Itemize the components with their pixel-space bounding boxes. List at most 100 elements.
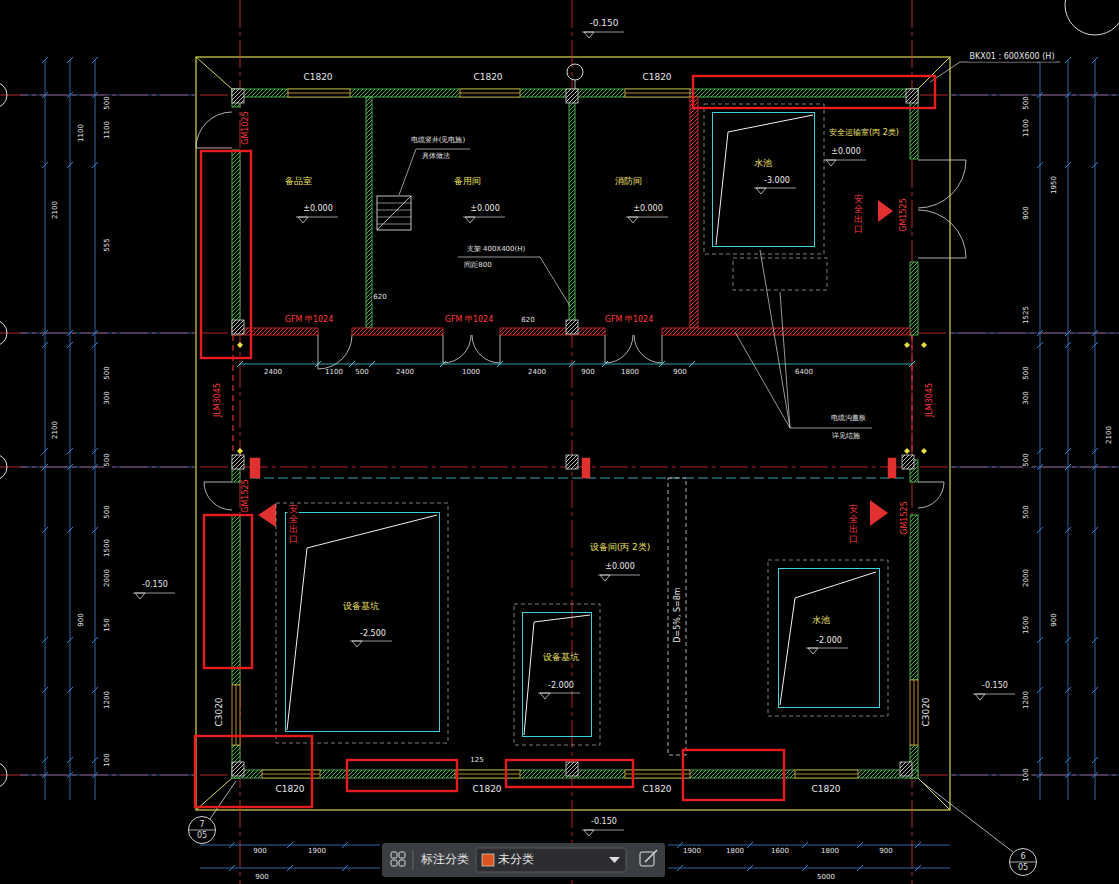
dimension-tick xyxy=(1092,162,1098,168)
axis-bubble xyxy=(0,454,7,480)
axis-line xyxy=(250,478,905,479)
pit: 设备基坑-2.000 xyxy=(522,612,592,737)
toolbar-panel: 标注分类未分类 xyxy=(382,843,665,877)
leader-line xyxy=(930,62,1060,82)
pit-outline xyxy=(704,104,824,254)
door-swing xyxy=(918,160,966,258)
dimension-text: 620 xyxy=(520,317,535,325)
dimension-text: 2400 xyxy=(395,369,415,377)
dimension-text: 1600 xyxy=(770,848,790,856)
room: 消防间±0.000 xyxy=(580,100,688,325)
dimension-text: 2400 xyxy=(527,369,547,377)
door-code: GM1025 xyxy=(242,110,251,145)
dimension-text: 900 xyxy=(878,848,893,856)
elevation-mark xyxy=(540,693,550,699)
dimension-tick xyxy=(677,842,683,848)
window-code: C1820 xyxy=(810,785,841,795)
dimension-tick xyxy=(42,162,48,168)
window-code: C1820 xyxy=(641,785,672,795)
dimension-tick xyxy=(92,687,98,693)
fire-wall xyxy=(500,328,605,335)
grid-icon xyxy=(399,860,405,866)
survey-point xyxy=(237,448,243,454)
exit-arrow xyxy=(870,500,888,526)
dimension-text: 900 xyxy=(78,612,86,627)
wall xyxy=(232,515,240,685)
pit-symbol xyxy=(716,115,813,245)
dimension-tick xyxy=(67,448,73,454)
pit: 水池-2.000 xyxy=(778,568,880,708)
dimension-tick xyxy=(229,865,235,871)
dimension-text: 1100 xyxy=(324,369,344,377)
dimension-text: 500 xyxy=(104,365,112,380)
dimension-tick xyxy=(342,865,348,871)
elevation-text: ±0.000 xyxy=(604,563,636,572)
highlight-box xyxy=(693,76,935,108)
dimension-tick xyxy=(287,842,293,848)
wall xyxy=(232,150,240,335)
line xyxy=(196,57,232,89)
room-name: 设备基坑 xyxy=(342,602,380,612)
dimension-text: 500 xyxy=(104,452,112,467)
dimension-text: 620 xyxy=(372,294,387,302)
dimension-tick xyxy=(1065,687,1071,693)
category-swatch xyxy=(482,854,494,866)
roof-outline xyxy=(196,57,950,810)
dimension-tick xyxy=(67,687,73,693)
door-swing xyxy=(918,482,944,508)
leader-line xyxy=(780,292,790,428)
elevation-text: -0.150 xyxy=(981,682,1009,691)
detail-number: 7 xyxy=(199,821,204,829)
grid-icon xyxy=(399,852,405,858)
dimension-text: 1525 xyxy=(1023,305,1031,325)
dimension-text: 500 xyxy=(1023,95,1031,110)
dimension-tick xyxy=(287,865,293,871)
grid-line xyxy=(0,333,232,334)
extension-line xyxy=(950,333,1119,334)
extension-line xyxy=(950,95,1119,96)
dimension-text: 6400 xyxy=(794,369,814,377)
elevation-mark xyxy=(298,217,308,223)
window xyxy=(625,770,690,778)
edit-icon xyxy=(645,850,657,862)
survey-point xyxy=(904,342,910,348)
window-glass xyxy=(460,93,520,94)
grid-line xyxy=(918,333,1119,334)
dimension-tick xyxy=(1037,162,1043,168)
detail-bubble: 705 xyxy=(188,816,216,844)
dimension-tick xyxy=(1092,342,1098,348)
wall xyxy=(910,262,918,335)
dimension-tick xyxy=(857,842,863,848)
roller-door-line xyxy=(232,335,233,460)
dimension-tick xyxy=(67,342,73,348)
dimension-line xyxy=(668,868,950,869)
leader-line xyxy=(210,781,236,819)
exit-sign: 安全出口 xyxy=(853,195,864,235)
line xyxy=(575,80,576,89)
door-code: JLM3045 xyxy=(926,382,935,418)
dimension-text: 2100 xyxy=(52,200,60,220)
dimension-tick xyxy=(67,162,73,168)
line xyxy=(196,778,232,810)
window xyxy=(795,770,858,778)
dimension-tick xyxy=(67,527,73,533)
toolbar xyxy=(382,843,665,877)
dimension-text: 1500 xyxy=(104,538,112,558)
dimension-text: 900 xyxy=(252,848,267,856)
elevation-mark xyxy=(975,694,985,700)
dimension-tick xyxy=(92,527,98,533)
dimension-line xyxy=(240,364,912,365)
callout-note: 电缆竖井(见电施) xyxy=(410,137,466,145)
dimension-text: 300 xyxy=(1023,390,1031,405)
dimension-tick xyxy=(92,162,98,168)
column xyxy=(232,89,244,103)
grid-line xyxy=(0,467,1119,468)
window-glass xyxy=(625,93,690,94)
dimension-tick xyxy=(67,57,73,63)
column xyxy=(906,89,918,103)
elevation-text: -0.150 xyxy=(141,581,169,590)
elevation-mark xyxy=(756,188,766,194)
dimension-text: 900 xyxy=(1023,205,1031,220)
axis-bubble xyxy=(1065,0,1119,35)
window-glass xyxy=(795,774,858,775)
